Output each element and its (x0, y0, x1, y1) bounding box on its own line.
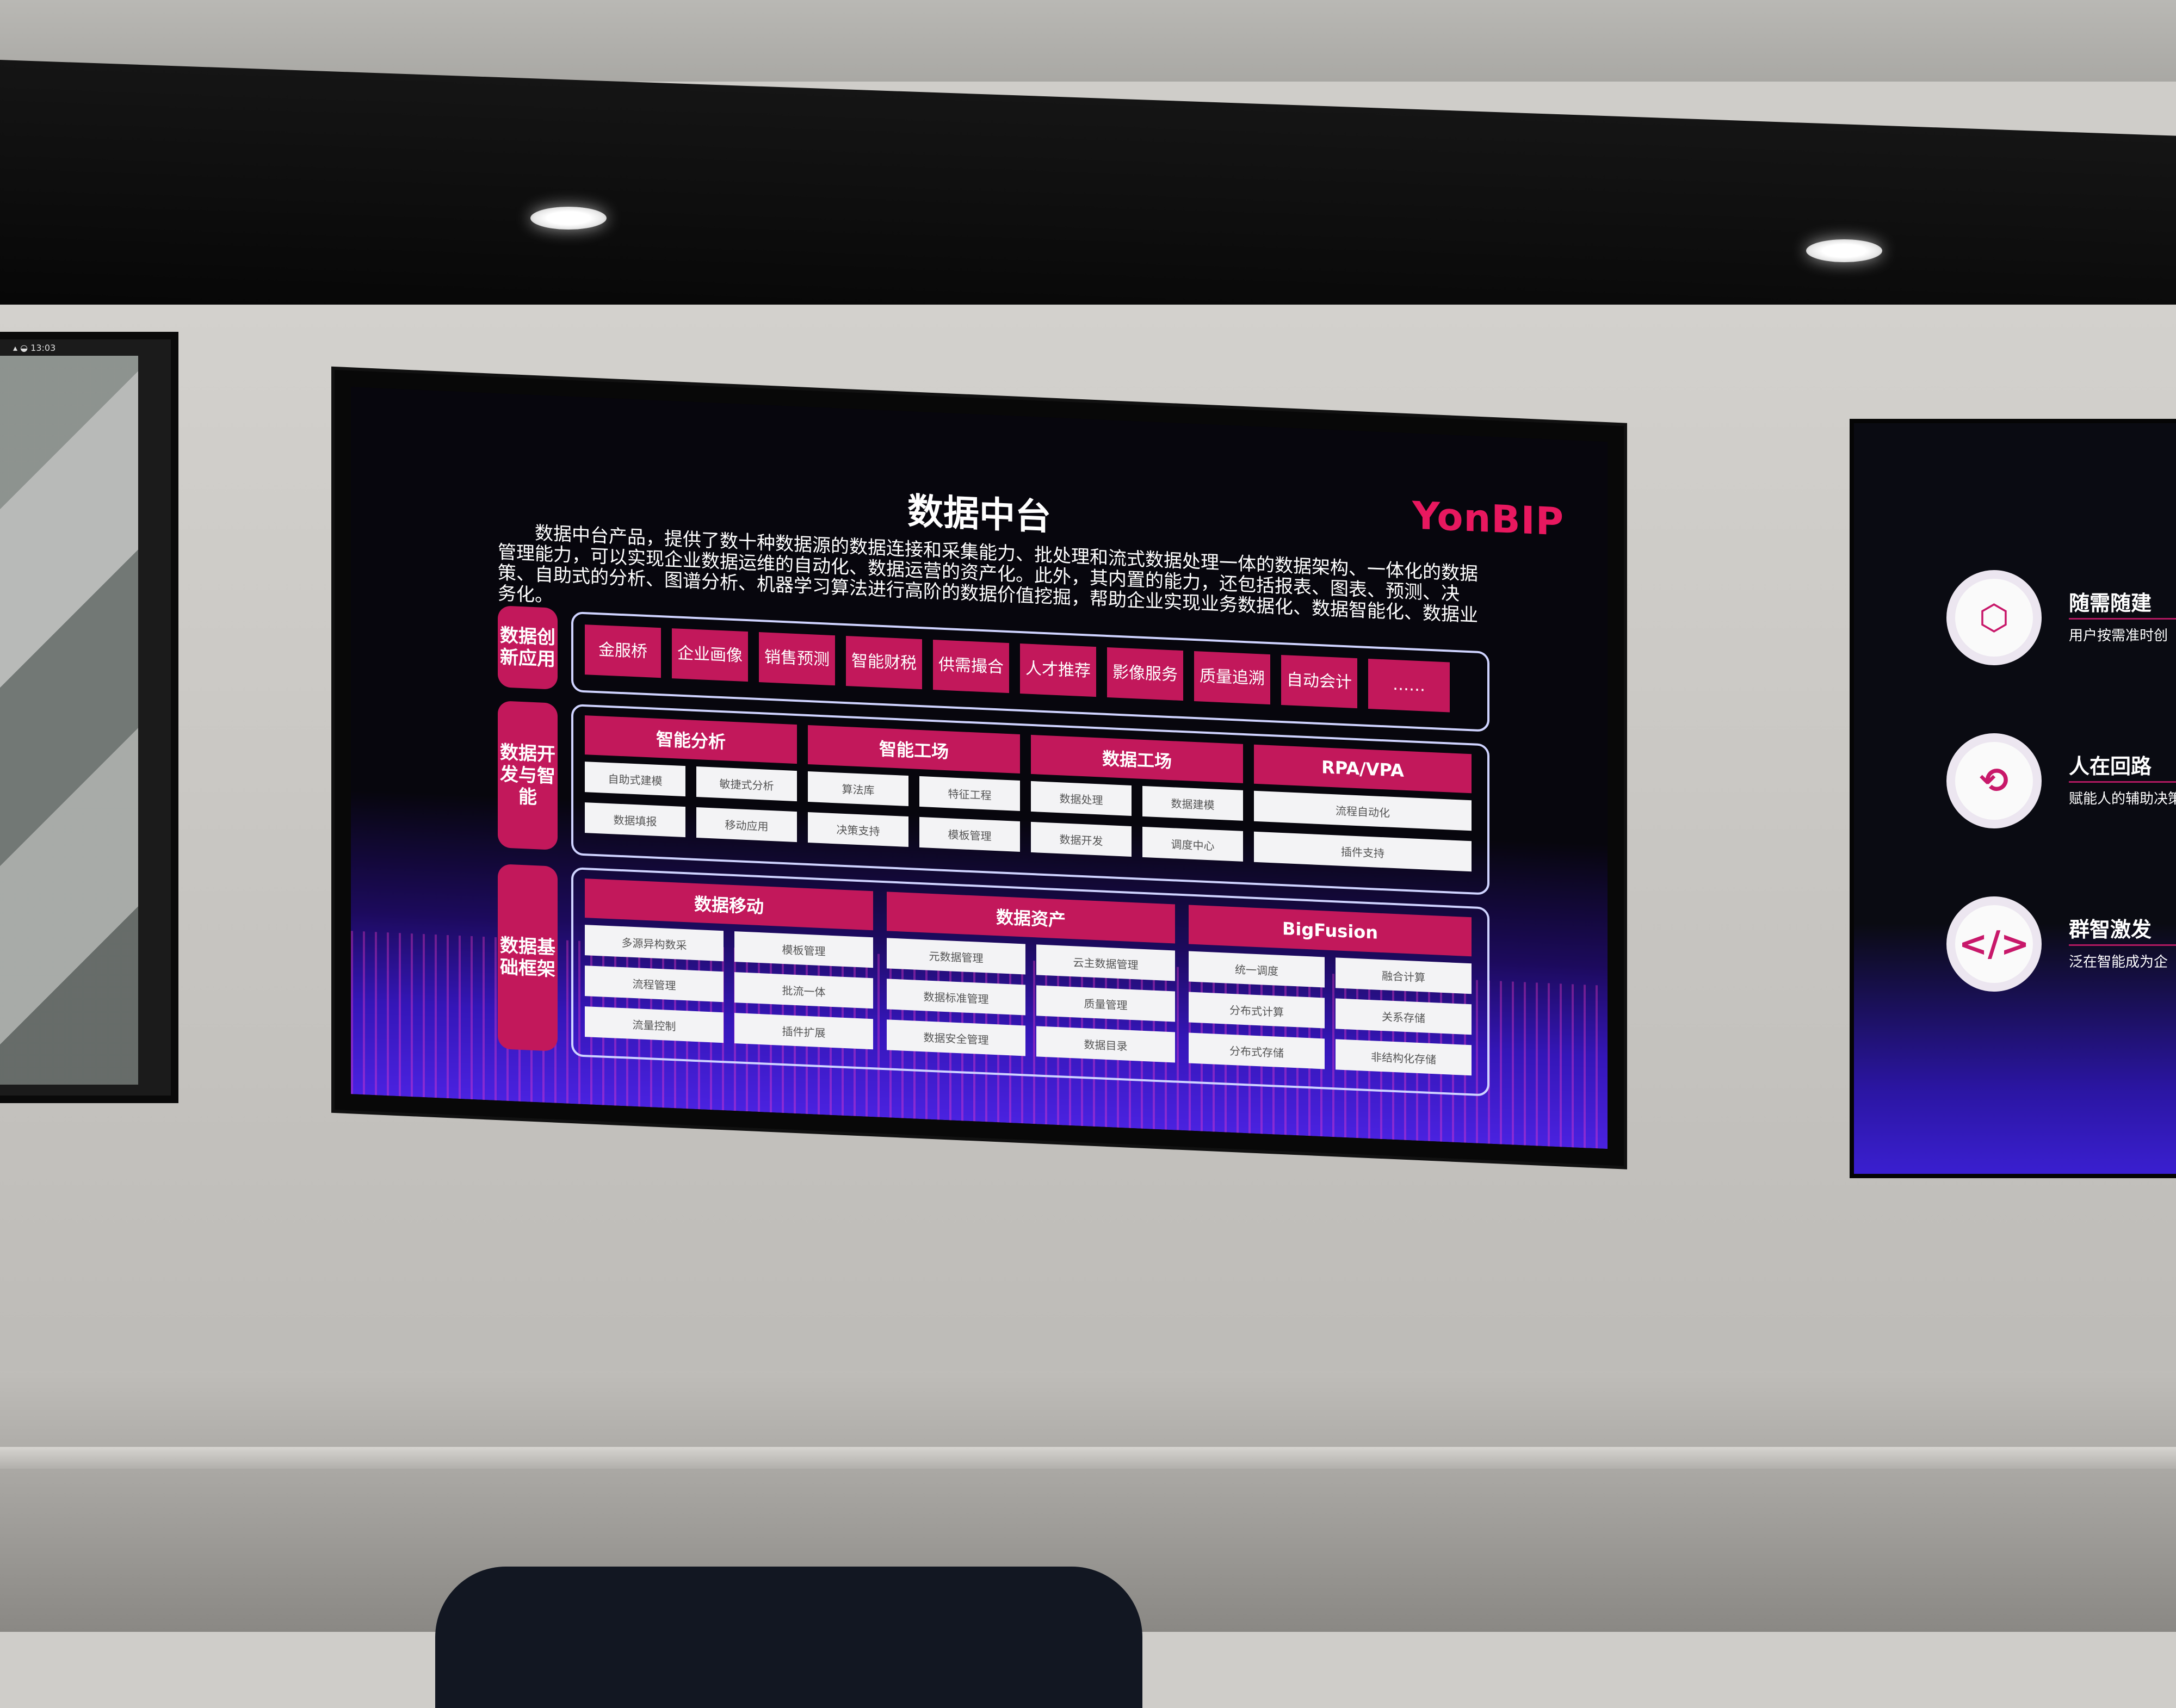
app-pill: 销售预测 (759, 632, 835, 686)
feature-title: 群智激发 (2069, 918, 2152, 942)
app-pill: …… (1368, 658, 1450, 713)
capability-cell: 模板管理 (734, 931, 873, 968)
capability-cell: 关系存储 (1336, 998, 1472, 1035)
capability-cell: 多源异构数采 (585, 925, 724, 962)
app-pill: 影像服务 (1107, 647, 1183, 701)
feature-title: 随需随建 (2069, 591, 2152, 615)
capability-cell: 云主数据管理 (1036, 944, 1175, 981)
chair-back (435, 1567, 1142, 1708)
main-display: YonBIP 数据中台 数据中台产品，提供了数十种数据源的数据连接和采集能力、批… (335, 370, 1624, 1166)
capability-cell: 敏捷式分析 (696, 766, 797, 802)
feature-subtitle: 赋能人的辅助决策 (2069, 791, 2176, 807)
app-pill: 自动会计 (1281, 654, 1357, 709)
layer-label: 数据创新应用 (498, 605, 558, 690)
capability-cell: 数据填报 (585, 802, 685, 838)
capability-cell: 决策支持 (808, 812, 908, 847)
main-display-screen: YonBIP 数据中台 数据中台产品，提供了数十种数据源的数据连接和采集能力、批… (351, 387, 1608, 1149)
capability-cell: 统一调度 (1189, 951, 1325, 988)
capability-cell: 数据建模 (1142, 785, 1243, 821)
capability-cell: 自助式建模 (585, 762, 685, 797)
feature-subtitle: 用户按需准时创 (2069, 628, 2168, 644)
left-monitor-screen (0, 356, 138, 1085)
feature-title: 人在回路 (2069, 754, 2152, 778)
app-pill: 人才推荐 (1020, 643, 1096, 697)
capability-cell: 质量管理 (1036, 985, 1175, 1022)
right-feature-item: ⬡ 随需随建 用户按需准时创 (1946, 570, 2176, 690)
capability-cell: 特征工程 (919, 776, 1020, 812)
divider (2069, 944, 2176, 946)
code-window-icon: </> (1946, 896, 2042, 992)
right-feature-item: </> 群智激发 泛在智能成为企 (1946, 896, 2176, 1016)
status-bar: ▴ ◒ 13:03 (13, 343, 56, 353)
left-monitor: ▴ ◒ 13:03 (0, 332, 178, 1103)
capability-cell: 非结构化存储 (1336, 1039, 1472, 1076)
capability-cell: 插件扩展 (734, 1013, 873, 1050)
loop-arrows-icon: ⟲ (1946, 733, 2042, 828)
app-pill: 质量追溯 (1194, 651, 1270, 705)
divider (2069, 781, 2176, 783)
right-display: ⬡ 随需随建 用户按需准时创 ⟲ 人在回路 赋能人的辅助决策 </> 群智激发 … (1850, 419, 2176, 1178)
capability-cell: 元数据管理 (887, 938, 1025, 975)
capability-cell: 数据处理 (1031, 781, 1132, 816)
capability-cell: 模板管理 (919, 816, 1020, 852)
feature-subtitle: 泛在智能成为企 (2069, 954, 2168, 970)
cube-network-icon: ⬡ (1946, 570, 2042, 665)
app-pill: 金服桥 (585, 624, 661, 678)
right-feature-item: ⟲ 人在回路 赋能人的辅助决策 (1946, 733, 2176, 853)
capability-cell: 分布式计算 (1189, 992, 1325, 1029)
capability-cell: 数据安全管理 (887, 1019, 1025, 1056)
capability-cell: 融合计算 (1336, 957, 1472, 994)
layer-label: 数据开发与智能 (498, 701, 558, 850)
capability-cell: 流程管理 (585, 966, 724, 1002)
divider (2069, 618, 2176, 620)
capability-cell: 数据开发 (1031, 821, 1132, 857)
capability-cell: 流量控制 (585, 1006, 724, 1043)
capability-cell: 调度中心 (1142, 826, 1243, 862)
floor-edge (0, 1447, 2176, 1469)
layer-label: 数据基础框架 (498, 864, 558, 1051)
capability-cell: 分布式存储 (1189, 1032, 1325, 1069)
app-pill: 企业画像 (672, 628, 748, 682)
ceiling (0, 0, 2176, 82)
app-pill: 供需撮合 (933, 640, 1009, 694)
capability-cell: 数据标准管理 (887, 979, 1025, 1016)
capability-cell: 批流一体 (734, 972, 873, 1009)
ceiling-downlight (1806, 239, 1882, 262)
capability-cell: 数据目录 (1036, 1026, 1175, 1063)
ceiling-downlight (530, 207, 607, 230)
capability-cell: 移动应用 (696, 807, 797, 843)
status-time: 13:03 (30, 343, 56, 353)
app-pill: 智能财税 (846, 636, 922, 690)
capability-cell: 算法库 (808, 771, 908, 807)
